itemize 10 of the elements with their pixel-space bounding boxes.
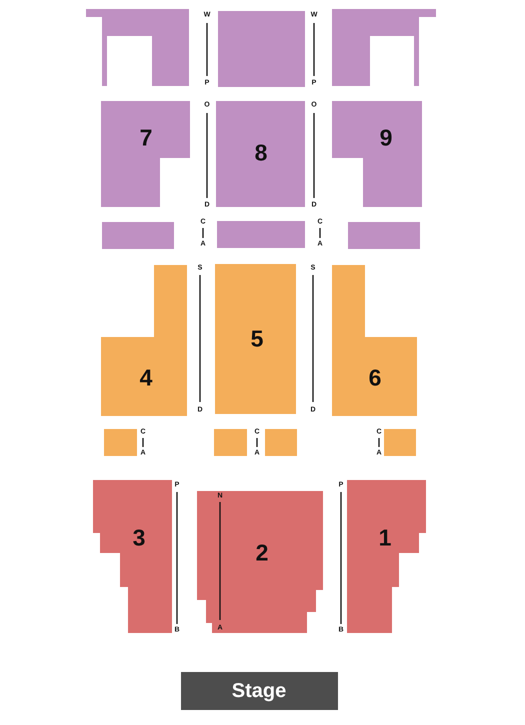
section-number: 7 xyxy=(140,126,152,150)
section-number: 6 xyxy=(368,366,382,390)
section-number: 3 xyxy=(132,526,146,550)
stage-label: Stage xyxy=(232,681,286,701)
section-number: 4 xyxy=(140,366,152,390)
section-number: 8 xyxy=(254,142,268,164)
section-number: 2 xyxy=(256,542,268,564)
section-number: 1 xyxy=(378,526,392,550)
section-number: 5 xyxy=(250,328,264,350)
section-number: 9 xyxy=(380,126,392,150)
